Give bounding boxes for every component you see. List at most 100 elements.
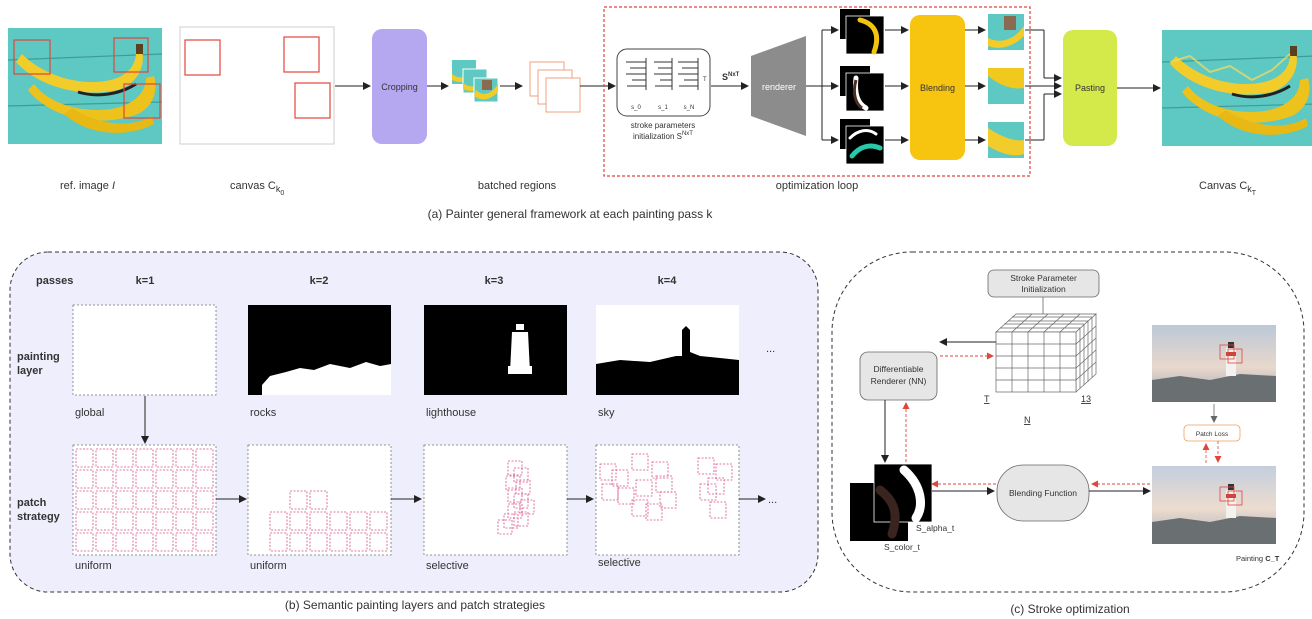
patch-grid-selective-1 [423, 444, 568, 556]
uniform-patches [75, 448, 214, 552]
row-label-patch: patch [17, 497, 47, 509]
patch-loss-label: Patch Loss [1196, 431, 1229, 438]
renderer-line2: Renderer (NN) [871, 376, 927, 386]
cropping-label: Cropping [381, 82, 418, 92]
crop-box [123, 83, 161, 119]
strategy-label-1: uniform [75, 560, 112, 572]
s0-label: s_0 [631, 105, 641, 111]
sN-label: s_N [684, 105, 695, 111]
batched-regions [529, 61, 581, 113]
caption-c: (c) Stroke optimization [1010, 602, 1129, 616]
uniform-patch [195, 448, 214, 468]
ellipsis-bottom: ... [768, 494, 777, 506]
cube-n-label: N [1024, 415, 1031, 425]
layer-sky [596, 305, 739, 395]
row-label-painting: painting [17, 351, 60, 363]
uniform-patch [195, 469, 214, 489]
uniform-patch [135, 511, 154, 531]
uniform-patch [349, 511, 368, 531]
lighthouse-patches [497, 460, 535, 535]
uniform-patch [135, 532, 154, 552]
canvas-label: canvas Ck0 [230, 180, 284, 197]
uniform-patch [75, 511, 94, 531]
sky-patches [599, 453, 733, 521]
uniform-patch [349, 532, 368, 552]
renderer-line1: Differentiable [874, 364, 924, 374]
stroke-color-alpha [850, 463, 933, 541]
pasting-block [1063, 30, 1117, 146]
uniform-patch [75, 448, 94, 468]
painting-image [1152, 466, 1276, 544]
uniform-patch [175, 511, 194, 531]
caption-b: (b) Semantic painting layers and patch s… [285, 598, 545, 612]
rocks-patches [269, 490, 388, 552]
layer-lighthouse [424, 305, 567, 395]
blending-function-box [996, 464, 1090, 522]
pass-k1: k=1 [136, 275, 155, 287]
uniform-patch [195, 532, 214, 552]
blending-label: Blending [920, 83, 955, 93]
panel-b: passes painting layer patch strategy k=1… [9, 251, 819, 612]
uniform-patch [95, 511, 114, 531]
uniform-patch [95, 490, 114, 510]
uniform-patch [95, 532, 114, 552]
stroke-params-line1: stroke parameters [631, 121, 695, 130]
uniform-patch [309, 511, 328, 531]
blending-block [910, 15, 965, 160]
uniform-patch [155, 448, 174, 468]
s-color-label: S_color_t [884, 542, 921, 552]
uniform-patch [75, 490, 94, 510]
crop-box [283, 36, 320, 73]
cube-13-label: 13 [1081, 394, 1091, 404]
uniform-patch [175, 490, 194, 510]
crop-box [13, 39, 51, 75]
layer-label-lighthouse: lighthouse [426, 407, 476, 419]
stroke-init-line1: Stroke Parameter [1010, 273, 1077, 283]
strategy-label-3: selective [426, 560, 469, 572]
strategy-label-4: selective [598, 557, 641, 569]
pass-k4: k=4 [658, 275, 678, 287]
uniform-patch [135, 490, 154, 510]
layer-global [72, 304, 217, 396]
strategy-label-2: uniform [250, 560, 287, 572]
patch-loss-box [1183, 424, 1241, 442]
pass-k2: k=2 [310, 275, 329, 287]
panel-c: Stroke Parameter Initialization T N 13 D… [831, 251, 1305, 616]
s1-label: s_1 [658, 105, 668, 111]
reference-image [6, 26, 164, 146]
stroke-params-line2: initialization SNxT [633, 131, 693, 141]
layer-label-global: global [75, 407, 104, 419]
uniform-patch [115, 511, 134, 531]
uniform-patch [115, 490, 134, 510]
uniform-patch [329, 532, 348, 552]
row-label-passes: passes [36, 275, 73, 287]
uniform-patch [135, 469, 154, 489]
uniform-patch [75, 532, 94, 552]
patch-grid-uniform-1 [72, 444, 217, 556]
uniform-patch [155, 469, 174, 489]
stroke-parameters-box: s_0 s_1 s_N T [616, 48, 711, 117]
panel-a: ref. image I canvas Ck0 Cropping batched… [6, 6, 1312, 221]
cropping-block [372, 29, 427, 144]
uniform-patch [115, 532, 134, 552]
crop-box [113, 37, 149, 73]
uniform-patch [155, 511, 174, 531]
crop-box [184, 39, 221, 76]
crop-box [294, 82, 331, 119]
uniform-patch [329, 511, 348, 531]
uniform-patch [369, 511, 388, 531]
canvas-final-label: Canvas CkT [1199, 180, 1257, 197]
uniform-patch [155, 490, 174, 510]
ellipsis-top: ... [766, 343, 775, 355]
uniform-patch [195, 511, 214, 531]
patch-grid-uniform-2 [247, 444, 392, 556]
batched-crops [452, 60, 499, 103]
stroke-tensor-cube [995, 313, 1097, 393]
rendered-strokes [840, 9, 885, 165]
layer-label-sky: sky [598, 407, 615, 419]
empty-canvas [179, 26, 335, 145]
pasting-label: Pasting [1075, 83, 1105, 93]
uniform-patch [369, 532, 388, 552]
renderer-nn-box [859, 351, 938, 401]
